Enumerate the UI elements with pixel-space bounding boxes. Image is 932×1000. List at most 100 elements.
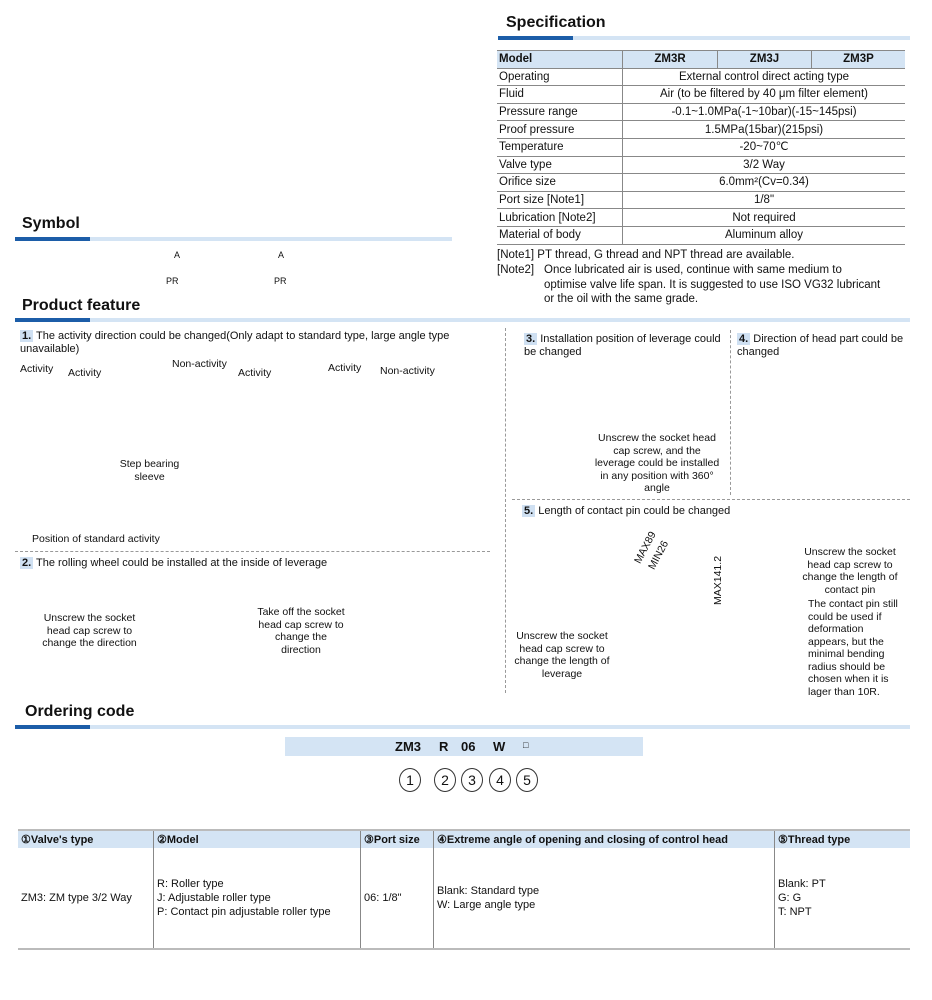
non-activity-label: Non-activity	[380, 365, 435, 377]
ordering-body-row: ZM3: ZM type 3/2 Way R: Roller type J: Ad…	[18, 847, 910, 950]
spec-note-2-tag: [Note2]	[497, 264, 535, 276]
spec-value: Air (to be filtered by 40 μm filter elem…	[622, 85, 905, 104]
feature-text: Direction of head part could be changed	[737, 333, 904, 358]
divider	[15, 551, 490, 552]
spec-label: Operating	[497, 67, 623, 87]
spec-value: 1.5MPa(15bar)(215psi)	[622, 120, 905, 139]
symbol-heading: Symbol	[22, 215, 80, 232]
ordering-code-heading-bar	[15, 725, 910, 729]
spec-note-2: Once lubricated air is used, continue wi…	[544, 264, 881, 305]
spec-value: Not required	[622, 208, 905, 227]
ordering-code-bar: ZM3 R 06 W □	[285, 737, 643, 756]
angle-option: Blank: Standard type	[437, 885, 540, 897]
feature-1-title: 1. The activity direction could be chang…	[20, 330, 490, 356]
code-circle-1: 1	[399, 768, 421, 792]
divider	[730, 330, 731, 495]
spec-label: Material of body	[497, 225, 623, 245]
activity-label: Activity	[20, 363, 54, 375]
specification-heading: Specification	[506, 14, 606, 31]
code-segment-model: R	[439, 739, 449, 754]
feature-5-title: 5. Length of contact pin could be change…	[522, 505, 822, 518]
spec-label: Temperature	[497, 137, 623, 157]
spec-value: 1/8"	[622, 190, 905, 210]
code-segment-valve-type: ZM3	[395, 739, 421, 754]
activity-label: Activity	[68, 367, 102, 379]
feature-4-title: 4. Direction of head part could be chang…	[737, 333, 912, 359]
port-a-label: A	[278, 250, 285, 260]
port-pr-label: PR	[166, 276, 179, 286]
non-activity-label: Non-activity	[172, 358, 227, 370]
spec-value: 3/2 Way	[622, 155, 905, 175]
spec-header: ZM3J	[717, 50, 812, 69]
feature-text: Installation position of leverage could …	[524, 333, 721, 358]
code-segment-angle: W	[493, 739, 506, 754]
standard-activity-label: Position of standard activity	[32, 533, 160, 545]
port-a-label: A	[174, 250, 181, 260]
feature-5-right-note-1: Unscrew the socket head cap screw to cha…	[802, 546, 898, 596]
spec-label: Lubrication [Note2]	[497, 208, 623, 227]
header-thread-type: ⑤Thread type	[774, 829, 910, 848]
feature-3-title: 3. Installation position of leverage cou…	[524, 333, 724, 359]
spec-header: ZM3R	[622, 50, 718, 69]
header-angle: ④Extreme angle of opening and closing of…	[433, 829, 775, 848]
model-option: P: Contact pin adjustable roller type	[157, 906, 331, 918]
feature-number: 3.	[524, 333, 538, 345]
divider	[505, 328, 506, 693]
ordering-code-table: ①Valve's type ②Model ③Port size ④Extreme…	[18, 829, 910, 950]
spec-header: Model	[497, 50, 623, 69]
feature-2-right-note: Take off the socket head cap screw to ch…	[257, 606, 345, 656]
feature-5-right-note-2: The contact pin still could be used if d…	[808, 598, 898, 698]
activity-label: Activity	[238, 367, 272, 379]
spec-label: Valve type	[497, 155, 623, 175]
spec-value: -0.1~1.0MPa(-1~10bar)(-15~145psi)	[622, 102, 905, 122]
specification-heading-bar	[498, 36, 910, 40]
spec-value: -20~70℃	[622, 137, 905, 157]
spec-row: Lubrication [Note2]Not required	[497, 208, 905, 227]
feature-number: 1.	[20, 330, 34, 342]
feature-text: The rolling wheel could be installed at …	[36, 557, 328, 569]
code-circle-3: 3	[461, 768, 483, 792]
header-model: ②Model	[153, 829, 361, 848]
model-option: J: Adjustable roller type	[157, 892, 271, 904]
ordering-header-row: ①Valve's type ②Model ③Port size ④Extreme…	[18, 829, 910, 848]
header-valve-type: ①Valve's type	[18, 829, 154, 848]
feature-2-left-note: Unscrew the socket head cap screw to cha…	[42, 612, 137, 649]
thread-option: Blank: PT	[778, 878, 826, 890]
max141-dimension: MAX141.2	[712, 555, 724, 605]
spec-value: External control direct acting type	[622, 67, 905, 87]
spec-note-1: [Note1] PT thread, G thread and NPT thre…	[497, 249, 795, 261]
model-option: R: Roller type	[157, 878, 224, 890]
thread-option: G: G	[778, 892, 802, 904]
feature-5-left-note: Unscrew the socket head cap screw to cha…	[514, 630, 610, 680]
code-segment-thread: □	[523, 740, 529, 750]
divider	[512, 499, 910, 500]
symbol-heading-bar	[15, 237, 452, 241]
port-pr-label: PR	[274, 276, 287, 286]
spec-label: Orifice size	[497, 173, 623, 192]
feature-number: 2.	[20, 557, 34, 569]
product-feature-heading: Product feature	[22, 297, 141, 314]
spec-label: Proof pressure	[497, 120, 623, 139]
angle-option: W: Large angle type	[437, 899, 536, 911]
code-segment-port-size: 06	[461, 739, 476, 754]
valve-type-value: ZM3: ZM type 3/2 Way	[18, 848, 154, 950]
spec-value: 6.0mm²(Cv=0.34)	[622, 173, 905, 192]
port-size-value: 06: 1/8"	[360, 848, 434, 950]
code-circle-4: 4	[489, 768, 511, 792]
feature-2-title: 2. The rolling wheel could be installed …	[20, 557, 490, 570]
step-bearing-label: Step bearing sleeve	[119, 458, 180, 483]
feature-text: Length of contact pin could be changed	[538, 505, 731, 517]
spec-label: Fluid	[497, 85, 623, 104]
feature-number: 4.	[737, 333, 751, 345]
header-port-size: ③Port size	[360, 829, 434, 848]
feature-text: The activity direction could be changed(…	[20, 330, 450, 355]
feature-3-note: Unscrew the socket head cap screw, and t…	[594, 432, 720, 494]
